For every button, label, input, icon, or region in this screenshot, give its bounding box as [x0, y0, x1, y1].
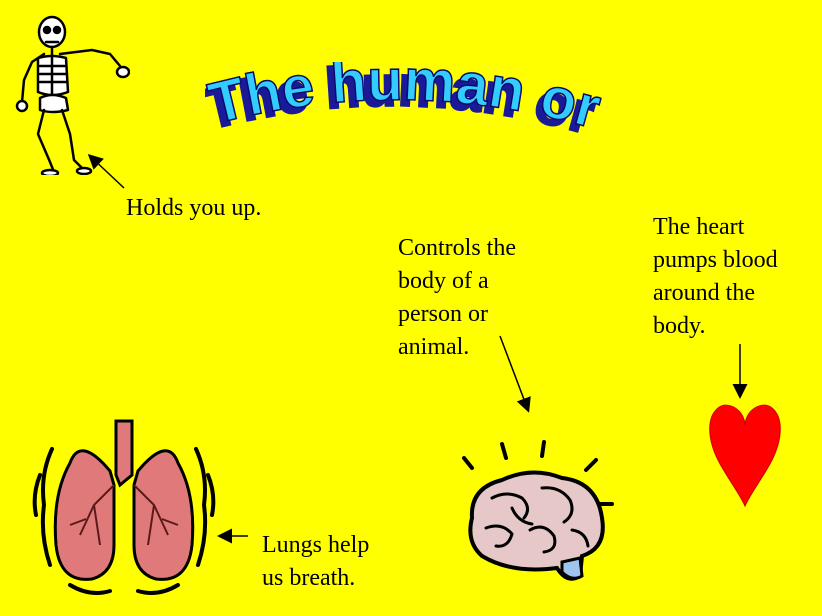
- lungs-caption: Lungs help us breath.: [262, 532, 370, 591]
- heart-icon: [709, 404, 781, 508]
- slide-title-wordart: The human organs. The human organs.: [205, 62, 608, 148]
- skeleton-caption: Holds you up.: [126, 195, 262, 221]
- skeleton-icon: [15, 15, 130, 175]
- brain-icon: [462, 440, 614, 581]
- brain-caption: Controls the body of a person or animal.: [398, 235, 516, 360]
- lungs-icon: [32, 419, 216, 595]
- heart-caption: The heart pumps blood around the body.: [653, 214, 778, 339]
